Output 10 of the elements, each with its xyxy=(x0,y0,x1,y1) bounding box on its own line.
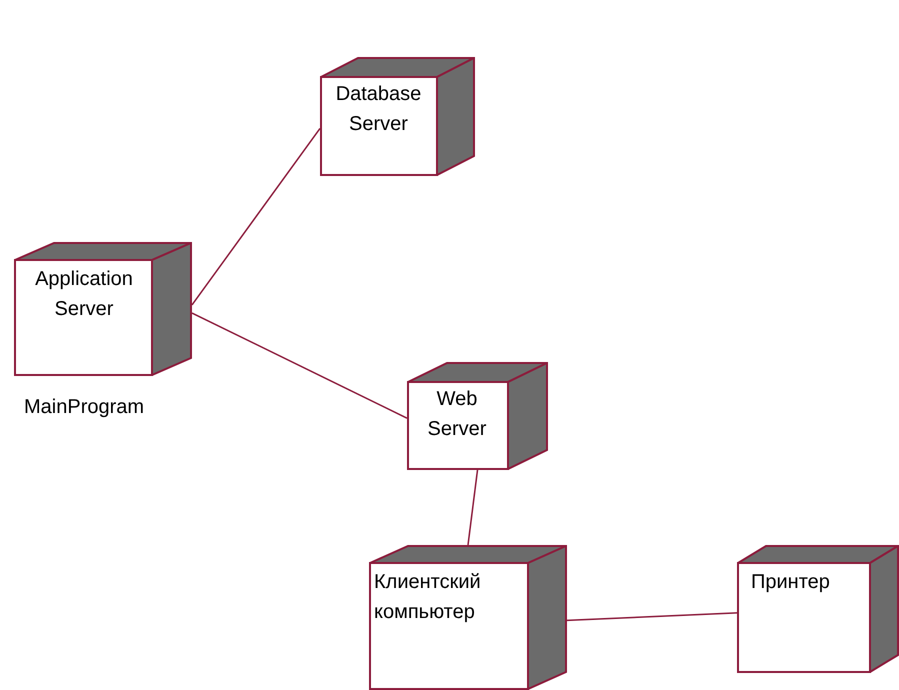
connector-line xyxy=(192,312,408,419)
node-label: Клиентский компьютер xyxy=(374,570,482,625)
node-label: Принтер xyxy=(751,570,831,595)
connector-line xyxy=(467,470,478,546)
node-caption: MainProgram xyxy=(24,395,144,420)
node-label: Database Server xyxy=(334,82,422,137)
node-label: Web Server xyxy=(426,387,488,442)
connector-line xyxy=(191,128,321,306)
connector-line xyxy=(566,612,738,622)
node-label: Application Server xyxy=(34,267,134,322)
